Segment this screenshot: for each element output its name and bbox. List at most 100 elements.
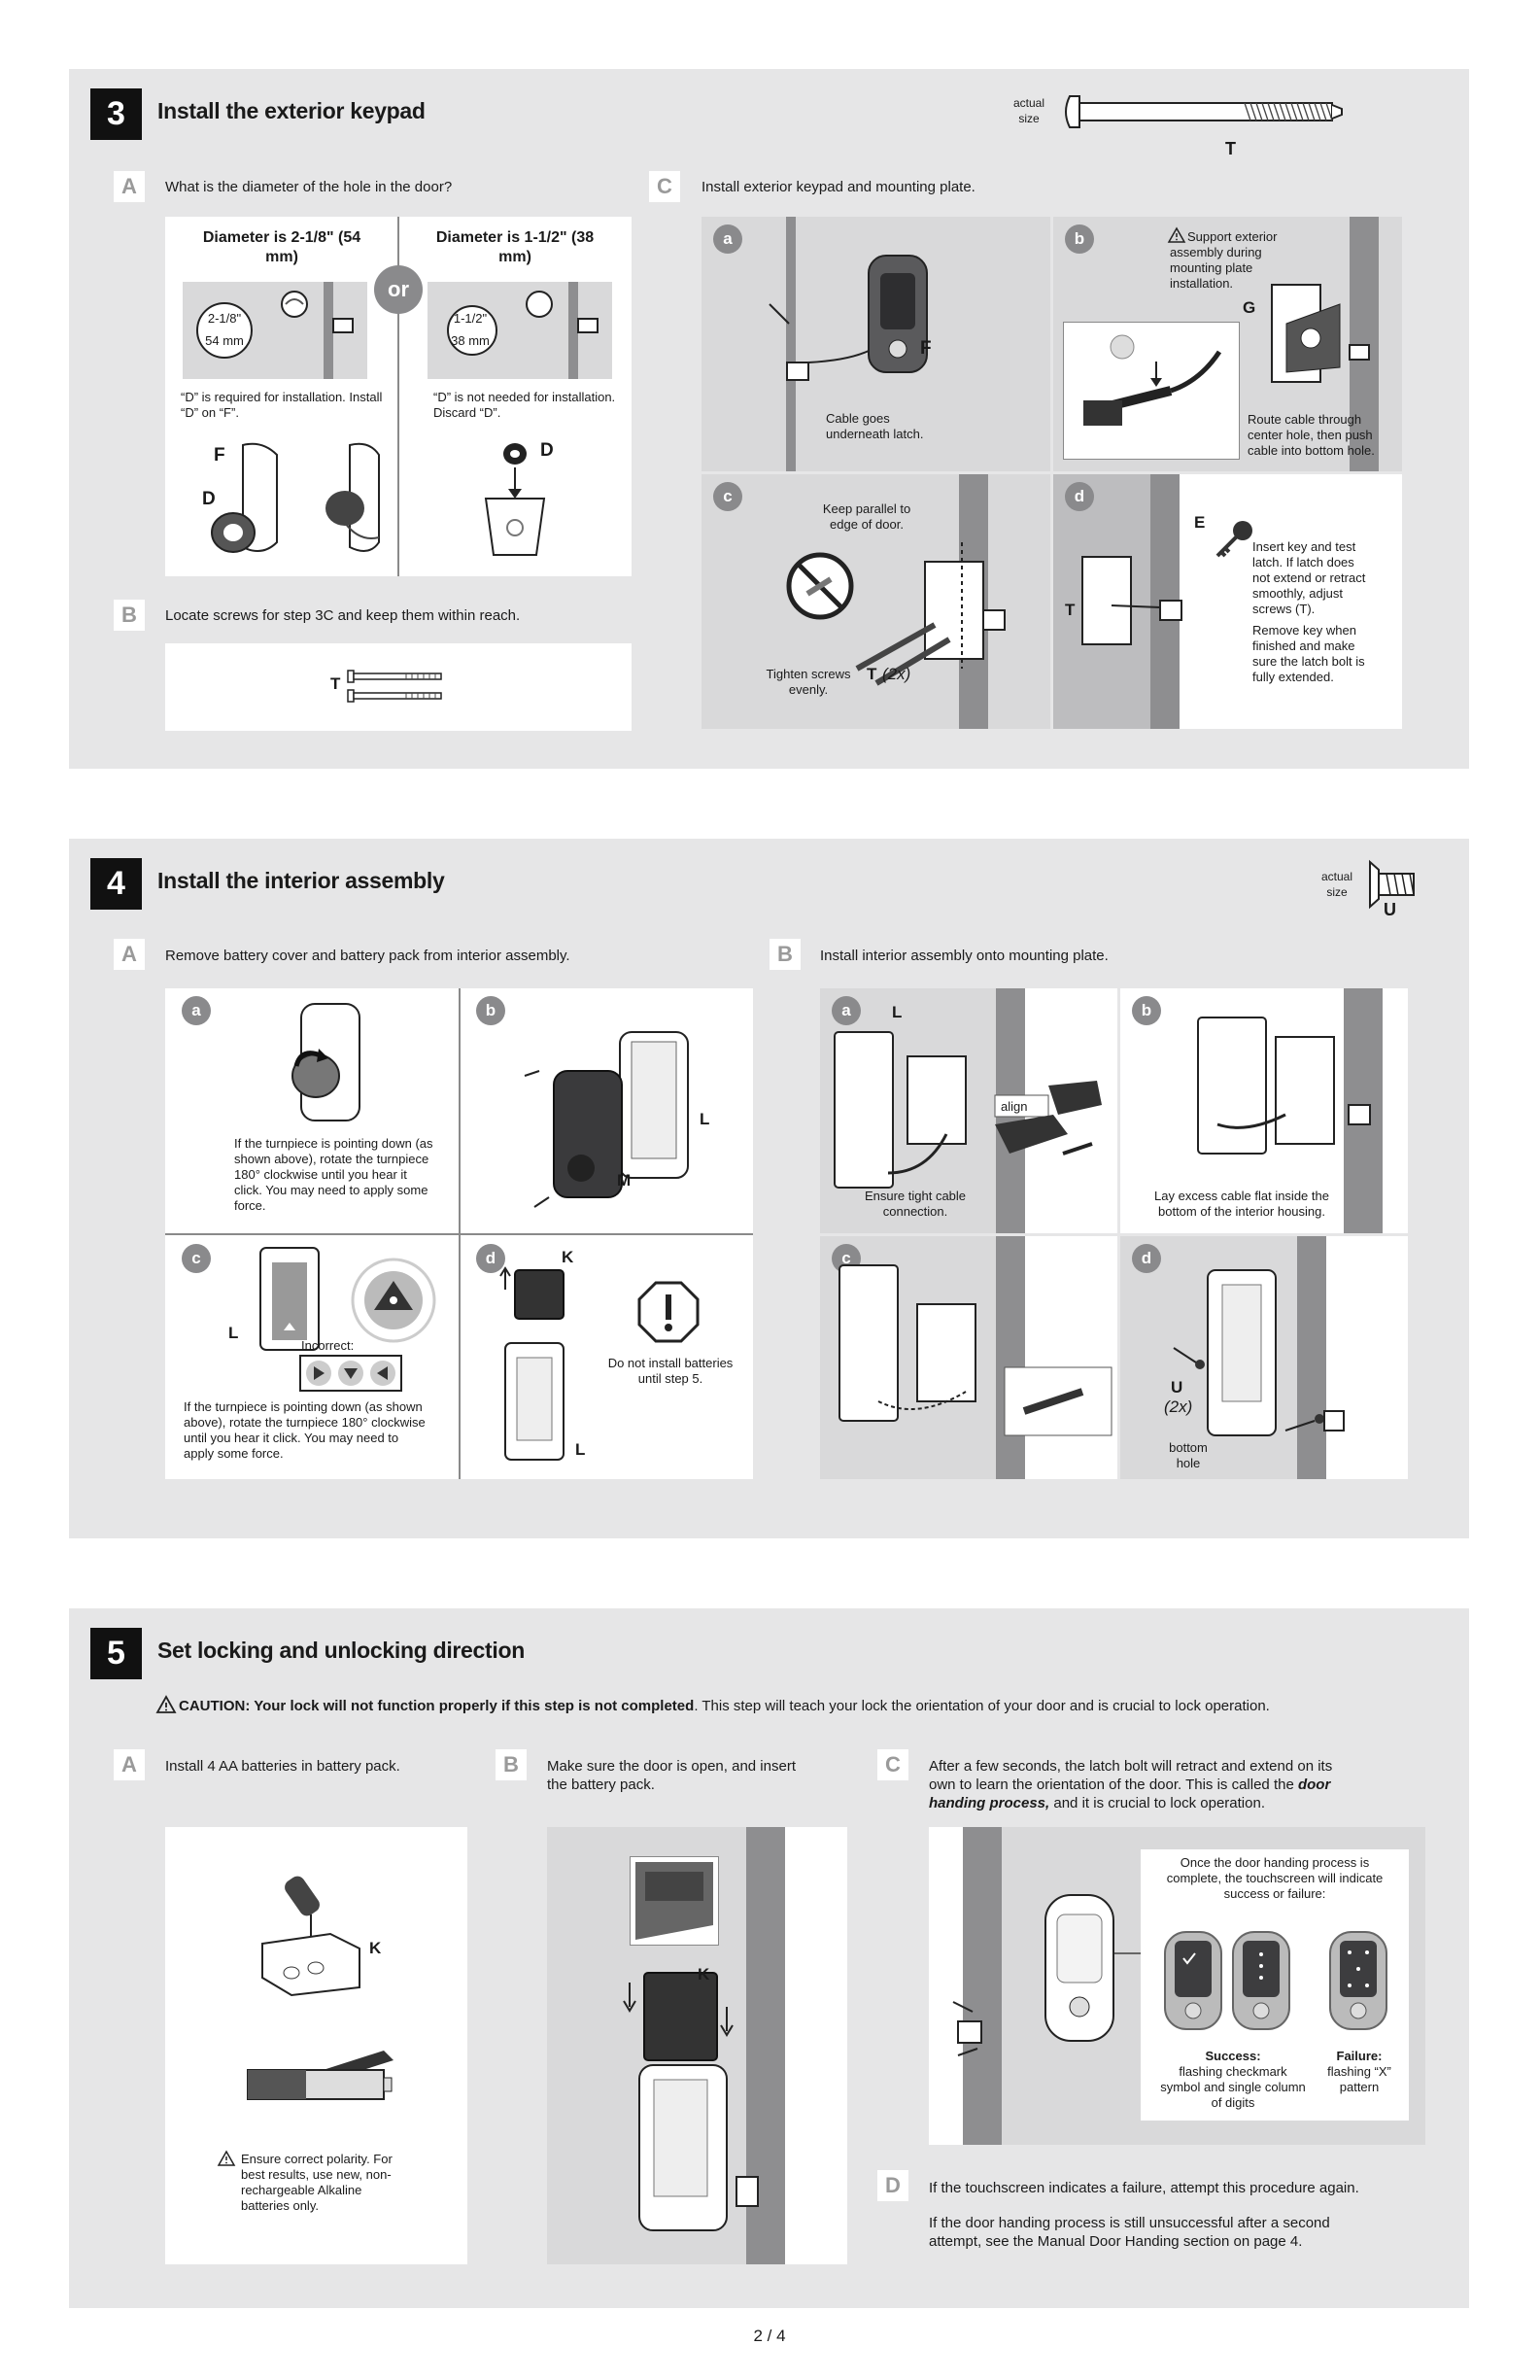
label-k: K	[369, 1939, 382, 1957]
turnpiece-illustration	[291, 1003, 360, 1121]
polarity-note: Ensure correct polarity. For best result…	[241, 2152, 393, 2213]
step-3-section: 3 Install the exterior keypad actual siz…	[69, 69, 1469, 769]
mounting-plate-with-d-illustration	[211, 442, 380, 553]
label-l: L	[575, 1440, 586, 1459]
step-title: Install the interior assembly	[157, 868, 445, 893]
caption-2: Remove key when finished and make sure t…	[1252, 623, 1365, 684]
label-d: D	[202, 489, 216, 509]
caution-icon	[217, 2150, 236, 2166]
substep-letter: A	[114, 1749, 145, 1780]
panel-3c-b: b Support exterior assembly during mount…	[1053, 217, 1402, 471]
door-hole-illustration-right	[428, 282, 612, 379]
interior-assembly-screws-illustration	[1173, 1269, 1345, 1436]
cable-connection-illustration	[834, 1031, 1102, 1189]
failure-text: flashing “X” pattern	[1327, 2064, 1391, 2094]
caption: bottom hole	[1169, 1440, 1208, 1470]
or-badge: or	[374, 265, 423, 314]
label-t: T	[867, 665, 877, 683]
label-m: M	[617, 1171, 632, 1190]
substep-badge: c	[182, 1244, 211, 1273]
caution-icon	[1167, 226, 1186, 243]
label-t: T	[330, 674, 341, 693]
step-number: 5	[90, 1628, 142, 1679]
hole-diameter-panel: Diameter is 2-1/8" (54 mm) Diameter is 1…	[165, 217, 632, 576]
battery-pack-illustration	[261, 1876, 360, 1997]
caption-bottom: Tighten screws evenly.	[766, 667, 851, 697]
substep-text-2: If the door handing process is still uns…	[929, 2215, 1330, 2250]
step-4-section: 4 Install the interior assembly actual s…	[69, 839, 1469, 1538]
interior-assembly-illustration	[524, 1031, 689, 1208]
incorrect-orientations	[299, 1355, 402, 1392]
step-title: Install the exterior keypad	[157, 98, 426, 123]
screw-u-label: U	[1384, 900, 1396, 919]
substep-text-1: If the touchscreen indicates a failure, …	[929, 2180, 1359, 2196]
label-k: K	[698, 1965, 710, 1983]
latch-plate-illustration	[1081, 556, 1182, 645]
panel-4b-d: d U (2x) bottom hole	[1120, 1236, 1408, 1479]
box-intro: Once the door handing process is complet…	[1166, 1855, 1384, 1901]
exterior-keypad-latch-illustration	[952, 1894, 1196, 2056]
caption-top: Support exterior assembly during mountin…	[1170, 229, 1278, 291]
caption: If the turnpiece is pointing down (as sh…	[184, 1399, 426, 1461]
label-t: T	[1065, 601, 1076, 619]
cable-routing-illustration	[838, 1264, 1112, 1436]
caption: Ensure tight cable connection.	[864, 1189, 967, 1219]
caption-1: Insert key and test latch. If latch does…	[1252, 539, 1366, 616]
exterior-keypad-illustration	[769, 255, 928, 381]
panel-5b: K	[547, 1827, 847, 2264]
step-title: Set locking and unlocking direction	[157, 1638, 525, 1663]
label-g: G	[1243, 298, 1256, 317]
panel-4b-b: b Lay excess cable flat inside the botto…	[1120, 988, 1408, 1233]
warning-exclamation-icon	[637, 1281, 700, 1343]
warning-text: Do not install batteries until step 5.	[607, 1356, 734, 1386]
caution-icon	[155, 1695, 177, 1713]
panel-5a: K Ensure correct polarity. For best resu…	[165, 1827, 467, 2264]
interior-back-illustration	[259, 1247, 320, 1351]
substep-letter: B	[770, 939, 801, 970]
left-heading: Diameter is 2-1/8" (54 mm)	[202, 229, 361, 265]
panel-4b-a: a L align Ensure tight cable connection.	[820, 988, 1117, 1233]
right-measure-mm: 38 mm	[451, 333, 490, 348]
label-e: E	[1194, 513, 1206, 532]
align-label: align	[1001, 1099, 1028, 1114]
actual-size-label: actual size	[1012, 96, 1045, 125]
caution-rest: . This step will teach your lock the ori…	[694, 1698, 1270, 1714]
right-heading: Diameter is 1-1/2" (38 mm)	[435, 229, 595, 265]
status-box: Once the door handing process is complet…	[1141, 1849, 1409, 2121]
label-l: L	[892, 1003, 903, 1021]
text-tail: and it is crucial to lock operation.	[1049, 1795, 1265, 1811]
step-5-section: 5 Set locking and unlocking direction CA…	[69, 1608, 1469, 2308]
panel-4a: a If the turnpiece is pointing down (as …	[165, 988, 753, 1479]
substep-letter: B	[496, 1749, 527, 1780]
substep-letter: A	[114, 171, 145, 202]
mounting-plate-illustration	[1271, 284, 1370, 383]
actual-size-label: actual size	[1320, 870, 1353, 899]
label-k: K	[562, 1248, 574, 1266]
left-measure-in: 2-1/8"	[207, 311, 242, 326]
substep-badge: a	[182, 996, 211, 1025]
caption: Lay excess cable flat inside the bottom …	[1154, 1189, 1329, 1219]
no-tilt-prohibited-icon	[786, 552, 854, 620]
cable-inset	[1063, 322, 1240, 460]
failure-title: Failure:	[1336, 2049, 1383, 2063]
substep-text: Remove battery cover and battery pack fr…	[165, 948, 570, 964]
left-note: “D” is required for installation. Instal…	[181, 390, 383, 420]
substep-letter: B	[114, 600, 145, 631]
success-title: Success:	[1205, 2049, 1261, 2063]
aa-battery-illustration	[247, 2051, 394, 2100]
label-u: U	[1171, 1378, 1183, 1397]
label-f: F	[214, 445, 225, 466]
label-f: F	[920, 338, 932, 359]
battery-insert-illustration	[623, 1972, 759, 2231]
substep-text: What is the diameter of the hole in the …	[165, 179, 453, 195]
right-measure-in: 1-1/2"	[453, 311, 488, 326]
substep-letter: A	[114, 939, 145, 970]
key-icon	[1215, 521, 1252, 558]
substep-text: Install exterior keypad and mounting pla…	[702, 179, 975, 195]
left-measure-mm: 54 mm	[205, 333, 244, 348]
door-hole-illustration-left	[183, 282, 367, 379]
text-plain: After a few seconds, the latch bolt will…	[929, 1758, 1333, 1793]
panel-3c-a: a F Cable goes underneath latch.	[702, 217, 1050, 471]
panel-3c-d: d E T Insert key and test latch. If latc…	[1053, 474, 1402, 729]
caution-text: CAUTION: Your lock will not function pro…	[179, 1697, 1442, 1715]
